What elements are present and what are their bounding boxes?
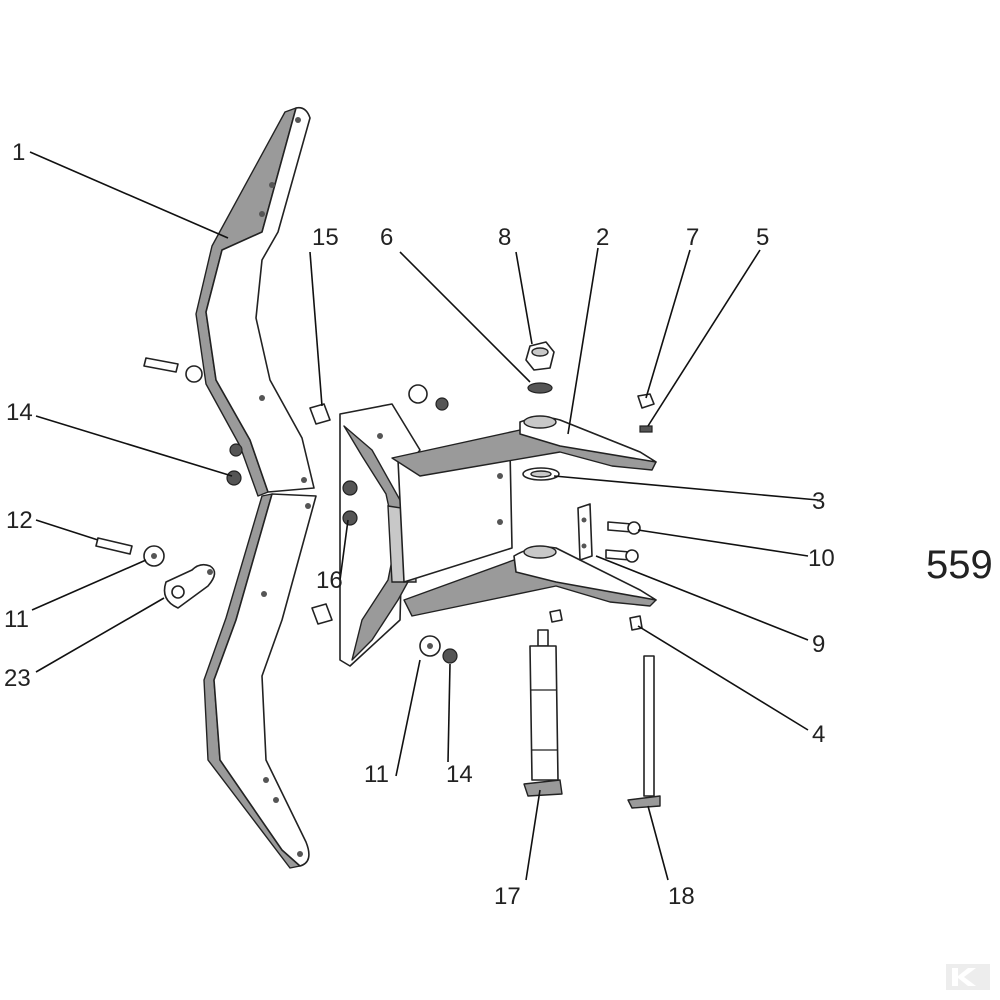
- part-18-rod: [627, 655, 661, 809]
- callout-2: 2: [596, 224, 609, 251]
- callout-15: 15: [312, 224, 339, 251]
- part-10-bolts: [605, 521, 641, 563]
- part-7-block: [637, 393, 655, 409]
- callout-5: 5: [756, 224, 769, 251]
- callout-14-a: 14: [6, 399, 33, 426]
- part-2-main-frame: [339, 403, 657, 667]
- sheet-number: 559: [926, 543, 993, 587]
- part-23-eye-bracket: [163, 563, 216, 609]
- part-8-nut: [525, 341, 555, 371]
- callout-23: 23: [4, 665, 31, 692]
- part-14-nuts: [226, 397, 458, 664]
- callout-18: 18: [668, 883, 695, 910]
- brand-logo-icon: [946, 964, 990, 990]
- part-12-bolts: [95, 357, 179, 555]
- part-9-plate: [577, 503, 593, 561]
- callout-17: 17: [494, 883, 521, 910]
- part-17-cylinder: [523, 629, 563, 797]
- part-3-ring: [522, 467, 560, 481]
- part-1-curved-bar: [195, 106, 317, 869]
- callout-12: 12: [6, 507, 33, 534]
- callout-6: 6: [380, 224, 393, 251]
- callout-11-a: 11: [4, 606, 29, 633]
- callout-labels: 1 15 6 8 2 7 5 14 3 12 10 16 11 9 23 4 1…: [4, 139, 835, 910]
- callout-3: 3: [812, 488, 825, 515]
- leader-lines: [29, 151, 819, 881]
- part-15-bushing: [309, 403, 333, 625]
- callout-16: 16: [316, 567, 343, 594]
- callout-14-b: 14: [446, 761, 473, 788]
- callout-10: 10: [808, 545, 835, 572]
- part-11-washers: [143, 365, 441, 657]
- callout-4: 4: [812, 721, 825, 748]
- callout-11-b: 11: [364, 761, 389, 788]
- part-4-nuts: [549, 609, 643, 631]
- part-6-washer: [527, 382, 553, 394]
- callout-8: 8: [498, 224, 511, 251]
- callout-7: 7: [686, 224, 699, 251]
- callout-1: 1: [12, 139, 25, 166]
- callout-9: 9: [812, 631, 825, 658]
- part-16-nuts: [342, 480, 358, 526]
- part-5-pin: [639, 425, 653, 433]
